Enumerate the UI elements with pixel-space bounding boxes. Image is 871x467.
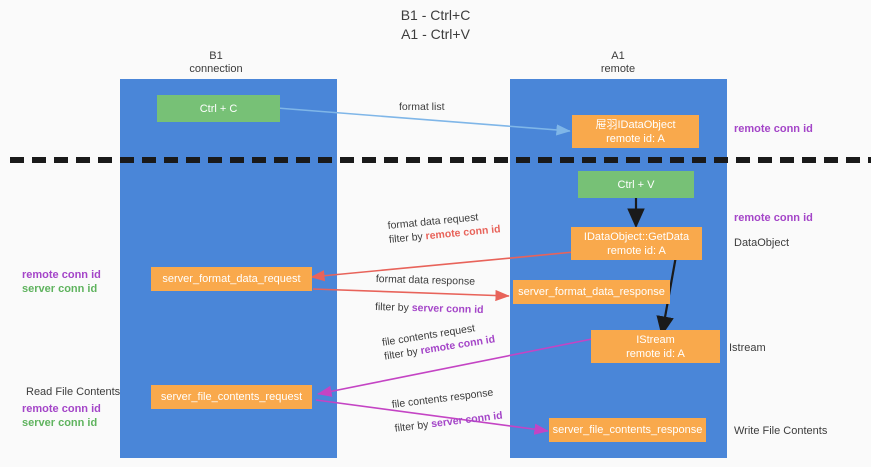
node-getdata-line2: remote id: A — [607, 244, 666, 257]
node-getdata[interactable]: IDataObject::GetData remote id: A — [571, 227, 702, 260]
diagram-title: B1 - Ctrl+C A1 - Ctrl+V — [0, 6, 871, 44]
side-label-left-server-conn-id: server conn id — [22, 283, 98, 295]
node-ctrl-c-label: Ctrl + C — [199, 102, 238, 115]
node-server-file-contents-response[interactable]: server_file_contents_response — [549, 418, 706, 442]
lane-right-subtitle: remote — [600, 63, 636, 75]
node-istream[interactable]: IStream remote id: A — [591, 330, 720, 363]
node-server-format-data-response[interactable]: server_format_data_response — [513, 280, 670, 304]
edge-label-file-contents-request: file contents request filter by remote c… — [381, 318, 496, 363]
side-label-right-mid-remote-conn-id: remote conn id — [734, 212, 813, 224]
node-server-format-data-response-label: server_format_data_response — [518, 286, 665, 298]
side-label-left-remote-conn-id: remote conn id — [22, 269, 101, 281]
edge-label-file-contents-response: file contents response filter by server … — [391, 385, 503, 436]
edge-label-format-list: format list — [399, 101, 445, 113]
section-divider — [0, 157, 871, 163]
node-ctrl-v-label: Ctrl + V — [617, 178, 655, 191]
edge-label-file-contents-response-prefix: filter by — [394, 418, 433, 435]
node-ctrl-v[interactable]: Ctrl + V — [578, 171, 694, 198]
node-server-file-contents-request-label: server_file_contents_request — [160, 391, 303, 403]
side-label-write-file-contents: Write File Contents — [734, 425, 828, 437]
edge-label-format-data-request-prefix: filter by — [388, 230, 427, 246]
edge-label-file-contents-response-line1: file contents response — [391, 386, 494, 411]
node-getdata-line1: IDataObject::GetData — [583, 230, 690, 243]
lane-right-title: A1 — [611, 50, 625, 62]
edge-label-format-data-response-key: server conn id — [411, 302, 484, 317]
title-line-2: A1 - Ctrl+V — [401, 26, 470, 42]
node-idataobject[interactable]: 屉⽻IDataObject remote id: A — [572, 115, 699, 148]
node-idataobject-line2: remote id: A — [606, 132, 665, 145]
lane-header-right: A1 remote — [552, 50, 684, 76]
side-label-right-top-remote-conn-id: remote conn id — [734, 123, 813, 135]
edge-label-file-contents-response-key: server conn id — [430, 409, 504, 431]
edge-label-format-data-response-line1: format data response — [375, 272, 476, 288]
title-line-1: B1 - Ctrl+C — [400, 7, 471, 23]
node-server-format-data-request[interactable]: server_format_data_request — [151, 267, 312, 291]
edge-label-format-data-request: format data request filter by remote con… — [387, 208, 501, 247]
side-label-istream: Istream — [729, 342, 766, 354]
node-idataobject-line1: 屉⽻IDataObject — [595, 118, 676, 131]
edge-label-format-data-response-prefix: filter by — [374, 300, 412, 315]
node-server-file-contents-request[interactable]: server_file_contents_request — [151, 385, 312, 409]
lane-left-subtitle: connection — [189, 63, 243, 75]
node-server-format-data-request-label: server_format_data_request — [162, 273, 301, 285]
lane-header-left: B1 connection — [150, 50, 282, 76]
side-label-read-file-contents: Read File Contents — [26, 386, 121, 398]
edge-label-format-data-response: format data response filter by server co… — [375, 272, 485, 317]
side-label-left-bottom-server-conn-id: server conn id — [22, 417, 98, 429]
side-label-dataobject: DataObject — [734, 237, 790, 249]
node-ctrl-c[interactable]: Ctrl + C — [157, 95, 280, 122]
node-istream-line1: IStream — [636, 333, 675, 346]
node-istream-line2: remote id: A — [626, 347, 685, 360]
side-label-left-bottom-remote-conn-id: remote conn id — [22, 403, 101, 415]
lane-left-title: B1 — [209, 50, 223, 62]
node-server-file-contents-response-label: server_file_contents_response — [552, 424, 703, 436]
